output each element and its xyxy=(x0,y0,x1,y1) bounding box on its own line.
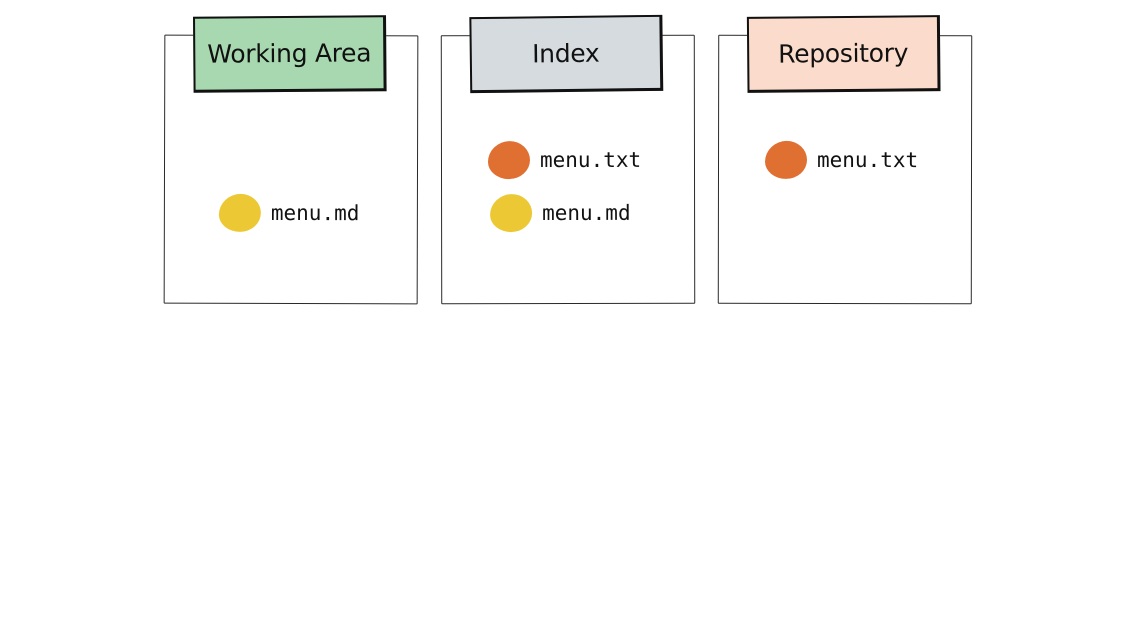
panel-title: Working Area xyxy=(207,38,372,69)
yellow-file-dot-icon xyxy=(218,193,261,232)
orange-file-dot-icon xyxy=(764,140,808,179)
working-area-tag: Working Area xyxy=(193,15,387,93)
file-item-menu-md: menu.md xyxy=(218,193,360,232)
index-tag: Index xyxy=(469,14,664,94)
orange-file-dot-icon xyxy=(487,141,531,180)
repository-panel: Repository menu.txt xyxy=(717,15,973,305)
file-name: menu.md xyxy=(542,200,631,226)
file-name: menu.txt xyxy=(539,147,642,173)
panel-title: Repository xyxy=(778,38,909,69)
file-name: menu.md xyxy=(270,200,360,226)
working-area-panel: Working Area menu.md xyxy=(163,15,419,305)
file-item-menu-txt: menu.txt xyxy=(764,140,919,179)
repository-tag: Repository xyxy=(746,15,941,93)
file-item-menu-txt: menu.txt xyxy=(487,141,642,180)
file-name: menu.txt xyxy=(816,147,919,173)
index-panel: Index menu.txt menu.md xyxy=(440,14,696,305)
yellow-file-dot-icon xyxy=(490,194,533,233)
file-item-menu-md: menu.md xyxy=(490,194,631,233)
panel-title: Index xyxy=(531,38,600,69)
